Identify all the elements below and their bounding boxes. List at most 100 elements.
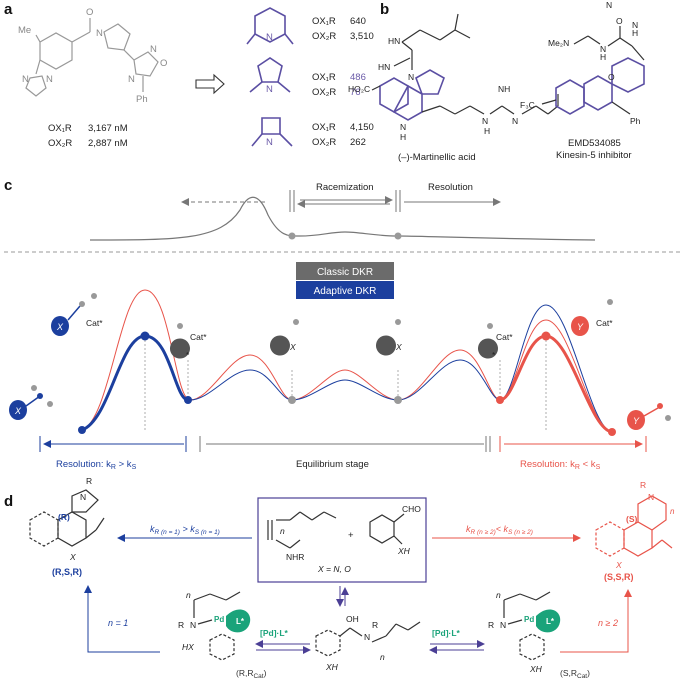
emd-ph: Ph [630,116,641,126]
star-1: * [186,350,190,360]
emd-name: EMD534085 [568,138,621,149]
mart-h-side: H [484,126,490,136]
pyrrolidine-ring [103,23,131,51]
rp-stereo: (S,S,R) [604,572,634,582]
panel-d-label: d [4,493,13,510]
amine-nhr: NHR [286,552,304,562]
right-pd-complex: R N Pd L* n XH (S,RCat) [488,590,590,680]
rc-r: R [488,620,494,630]
x-definition: X = N, O [317,564,351,574]
vertical-guides [144,340,547,430]
mi-r: R [372,620,378,630]
pyrrolidine-n: N [96,28,103,39]
analog-pyrrolidine: N [249,57,291,95]
left-pd-label: [Pd]·L* [260,628,289,638]
emd-nh1: N [600,44,606,54]
rc-pd: Pd [524,615,534,624]
parent-molecule: Me O N N O N Ph N N [18,7,167,105]
mart-hn2: HN [378,62,390,72]
oxadiazole-n2: N [128,74,135,85]
implies-arrow [195,73,225,95]
rc-n: N [500,620,506,630]
mi-xh: XH [325,662,339,672]
lp-r: R [86,476,92,486]
panel-c-label: c [4,177,12,194]
mart-nh-top: NH [498,84,510,94]
analog2-ox2r-value: 76 [350,87,361,98]
carbonyl-o: O [86,7,93,18]
racemization-label: Racemization [316,182,374,193]
aldehyde-cho: CHO [402,504,421,514]
mart-h: H [400,132,406,142]
mart-hn1: HN [388,36,400,46]
rate-left-label: kR (n = 1) > kS (n = 1) [150,524,220,536]
analog2-ox1r-value: 486 [350,72,366,83]
n1-path-arrow [84,585,160,653]
oxadiazole-ring [133,51,159,77]
parent-ox2r-value: 2,887 nM [88,138,128,149]
red-ts-point [541,331,551,341]
adaptive-dkr-label: Adaptive DKR [314,286,377,297]
emd-h2: H [632,28,638,38]
mart-nh-side: N [482,116,488,126]
analog1-ox1r-label: OX₁R [312,16,336,27]
phenyl-label: Ph [136,94,148,105]
x-label-4: X [395,342,402,352]
cat-label-3: Cat* [496,332,513,342]
analog3-ox2r-label: OX₂R [312,137,336,148]
plus-sign: + [348,530,354,541]
emd-n-top: N [606,0,612,10]
triazole-ring [25,75,47,97]
triazole-n1: N [22,74,29,85]
classic-energy-profile [89,196,596,241]
right-pd-label: [Pd]·L* [432,628,461,638]
catalyst-cartoon-grey-1: Cat* * [170,323,207,360]
lc-n: N [190,620,196,630]
y-label-1: Y [577,322,584,332]
catalyst-cartoon-grey-2: X [270,319,299,356]
emd534085: Me₂N N H O H N O F₃C Ph N EMD534085 Kine… [520,0,645,161]
left-product: N R (R) X (R,S,R) [29,476,105,577]
emd-nh2: N [632,20,638,30]
lp-config: (R) [58,512,70,522]
lc-n-sub: n [186,590,191,600]
analog1-n: N [266,32,273,43]
analog2-ox2r-label: OX₂R [312,87,336,98]
n2-path-arrow [560,589,632,653]
parent-ox1r-label: OX₁R [48,123,72,134]
panel-b: b HN HN N HO₂C N H [348,0,645,163]
rp-n: N [648,492,654,502]
oxadiazole-n1: N [150,44,157,55]
triazole-n2: N [46,74,53,85]
panel-d: d n NHR + CHO XH X = N, O [4,476,675,680]
analog1-ox1r-value: 640 [350,16,366,27]
emd-h1: H [600,52,606,62]
rc-config: (S,RCat) [560,668,590,680]
rp-x: X [615,560,622,570]
parent-ox1r-value: 3,167 nM [88,123,128,134]
panel-a: a Me O N N O N Ph N N [4,1,374,149]
analog2-n: N [266,84,273,95]
mart-name: (–)-Martinellic acid [398,152,476,163]
rp-n-sub: n [670,507,675,516]
mart-n-h: N [400,122,406,132]
emd-o-ring: O [608,72,615,82]
analog3-ox1r-value: 4,150 [350,122,374,133]
classic-dkr-box [296,262,394,280]
amine-reactant: n NHR [267,511,337,562]
classic-point-1 [288,232,296,240]
right-product: N R n (S) X (S,S,R) [595,480,675,582]
resolution-label: Resolution [428,182,473,193]
x-label-2: X [14,406,22,416]
mart-n-ring: N [408,72,414,82]
mi-oh: OH [346,614,359,624]
grey-min-2 [394,396,402,404]
emd-o1: O [616,16,623,26]
mart-co2h: HO₂C [348,84,370,94]
lp-n: N [80,492,86,502]
mi-n-sub: n [380,652,385,662]
lc-r: R [178,620,184,630]
analog1-ox2r-value: 3,510 [350,31,374,42]
emd-subtitle: Kinesin-5 inhibitor [556,150,632,161]
